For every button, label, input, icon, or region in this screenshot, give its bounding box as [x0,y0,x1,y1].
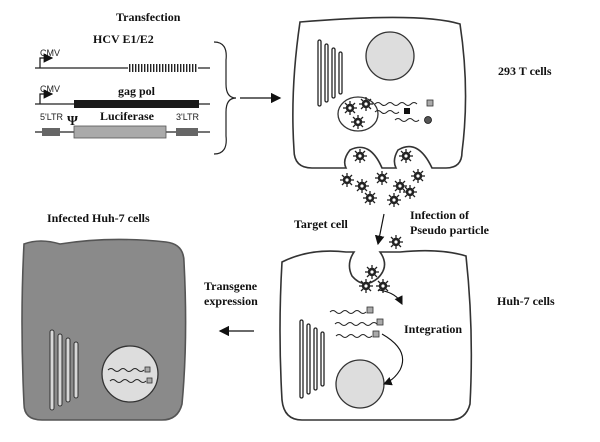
producer-cell-label: 293 T cells [498,64,552,78]
incoming-virion-icon [388,234,404,250]
rna-marker-icon [424,116,432,124]
gagpol-label: gag pol [118,84,156,98]
ltr5-bar [42,128,60,136]
virion-icon [386,192,402,208]
producer-cell-membrane [292,16,467,169]
huh7-cell-label: Huh-7 cells [497,294,555,308]
transfection-constructs: Transfection CMV HCV E1/E2 CMV gag pol 5… [35,10,282,155]
transfection-heading: Transfection [116,10,181,24]
huh7-rna [329,310,378,338]
virion-icon [402,184,418,200]
psi-symbol: Ψ [67,114,78,129]
transgene-label-line2: expression [204,294,258,308]
integration-arrow [381,333,404,386]
huh7-cell: Integration Huh-7 cells [279,249,555,421]
luciferase-label: Luciferase [100,109,155,123]
ltr3-label: 3'LTR [176,112,200,122]
construct-hcv: CMV HCV E1/E2 [35,32,210,72]
producer-rna [374,102,420,122]
ltr3-bar [176,128,198,136]
rna-cap-icon [404,108,410,114]
rna-cap-icon [366,306,374,314]
construct-gagpol: CMV gag pol [35,84,210,108]
budding-virion-icon [398,148,414,164]
virion-icon [339,172,355,188]
entering-virion-icon [358,278,374,294]
cmv-label-2: CMV [40,84,60,94]
ltr5-label: 5'LTR [40,112,64,122]
producer-nucleus [365,31,415,81]
infected-nucleus [101,345,159,403]
provirus-marker-icon [144,366,151,373]
virion-icon [392,178,408,194]
infected-cell: Infected Huh-7 cells [21,211,187,421]
hcv-e1e2-gene-bar [128,64,198,72]
infection-label-line2: Pseudo particle [410,223,490,237]
huh7-er [299,319,325,399]
virion-icon [362,190,378,206]
construct-luciferase: 5'LTR Ψ 3'LTR Luciferase [35,109,210,139]
target-cell-label: Target cell [294,217,349,231]
brace [213,41,237,155]
promoter-arrow-2 [39,89,54,104]
integrated-provirus [107,368,147,383]
virion-icon [350,114,366,130]
infection-label-line1: Infection of [410,208,470,222]
infected-cell-membrane [21,238,187,421]
infected-er [49,329,79,411]
infection-arrow [374,213,385,246]
infected-cell-label: Infected Huh-7 cells [47,211,150,225]
rna-cap-icon [376,318,384,326]
hcv-e1e2-label: HCV E1/E2 [93,32,154,46]
transgene-label-line1: Transgene [204,279,258,293]
promoter-arrow-1 [39,53,54,68]
entering-virion-icon [364,264,380,280]
huh7-nucleus [335,359,385,409]
released-pseudoparticles [339,168,426,208]
virion-icon [354,178,370,194]
rna-cap-icon [426,99,434,107]
virion-icon [410,168,426,184]
rna-cap-icon [372,330,380,338]
provirus-marker-icon [146,377,153,384]
gagpol-gene-bar [74,100,199,108]
virion-icon [358,96,374,112]
producer-er [317,39,343,107]
cmv-label-1: CMV [40,48,60,58]
producer-cell: 293 T cells [292,16,552,169]
entry-arrow [377,289,403,305]
integration-label: Integration [404,322,462,336]
virion-icon [342,100,358,116]
virion-icon [374,170,390,186]
budding-virion-icon [352,148,368,164]
luciferase-gene-bar [73,125,167,139]
